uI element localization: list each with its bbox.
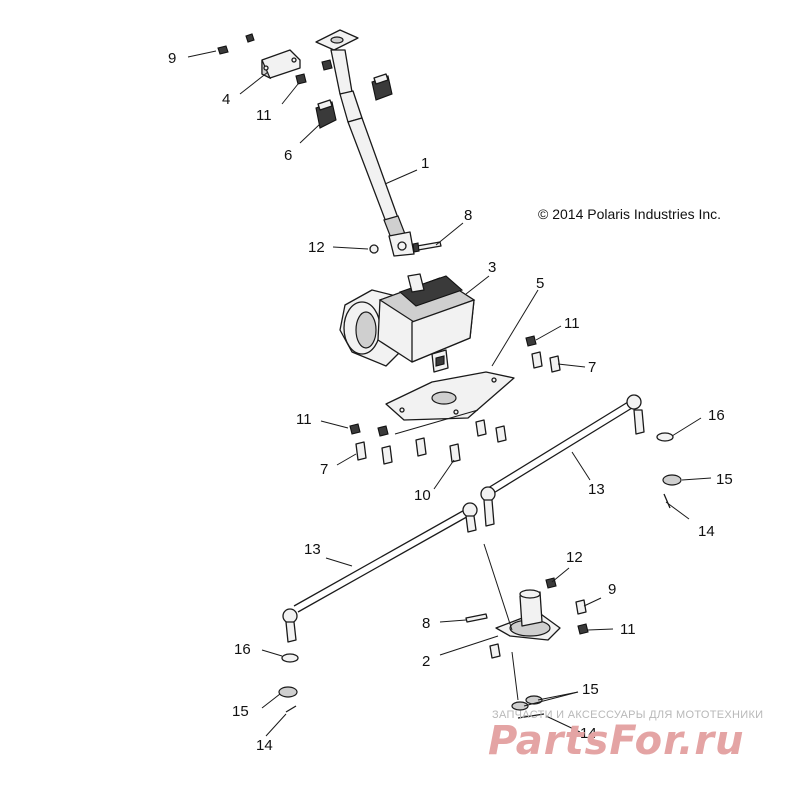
callout-4: 4 bbox=[222, 91, 230, 108]
callout-12-lower: 12 bbox=[566, 549, 583, 566]
plate-nuts bbox=[349, 335, 537, 437]
bolt-8-top bbox=[412, 241, 442, 253]
lower-fasteners bbox=[465, 577, 589, 719]
callout-2: 2 bbox=[422, 653, 430, 670]
callout-14-lower: 14 bbox=[580, 725, 597, 742]
callout-15-right: 15 bbox=[716, 471, 733, 488]
callout-labels: 9 4 11 6 1 8 12 3 5 11 7 11 7 10 16 15 1… bbox=[168, 50, 733, 754]
washer-16-right bbox=[656, 432, 674, 442]
callout-6: 6 bbox=[284, 147, 292, 164]
callout-7-left: 7 bbox=[320, 461, 328, 478]
callout-15-left: 15 bbox=[232, 703, 249, 720]
tie-rod-left bbox=[282, 502, 478, 643]
callout-16-right: 16 bbox=[708, 407, 725, 424]
copyright-notice: © 2014 Polaris Industries Inc. bbox=[538, 206, 721, 222]
nut-11-top bbox=[295, 73, 307, 85]
nut-top-right bbox=[321, 59, 333, 71]
castle-nut-15-right bbox=[662, 474, 682, 486]
watermark-logo: PartsFor.ru bbox=[488, 718, 745, 764]
callout-11-top: 11 bbox=[256, 107, 272, 124]
callout-5: 5 bbox=[536, 275, 544, 292]
mounting-plate bbox=[385, 371, 515, 421]
callout-11-lower: 11 bbox=[620, 621, 636, 638]
callout-10: 10 bbox=[414, 487, 431, 504]
callout-14-left: 14 bbox=[256, 737, 273, 754]
callout-3: 3 bbox=[488, 259, 496, 276]
callout-9-top: 9 bbox=[168, 50, 176, 67]
fastener-9-top bbox=[217, 45, 229, 55]
cotter-pin-14-right bbox=[663, 493, 671, 509]
power-steering-unit bbox=[339, 273, 476, 373]
tie-rod-right bbox=[480, 394, 645, 527]
plate-bolts bbox=[355, 351, 561, 465]
castle-nut-15-left bbox=[278, 686, 298, 698]
callout-11-plate: 11 bbox=[564, 315, 580, 332]
callout-1: 1 bbox=[421, 155, 429, 172]
watermark: ЗАПЧАСТИ И АКСЕССУАРЫ ДЛЯ МОТОТЕХНИКИ Pa… bbox=[488, 709, 763, 764]
nut-top bbox=[245, 33, 255, 43]
callout-9-lower: 9 bbox=[608, 581, 616, 598]
watermark-tagline: ЗАПЧАСТИ И АКСЕССУАРЫ ДЛЯ МОТОТЕХНИКИ bbox=[492, 709, 763, 721]
callout-13-right: 13 bbox=[588, 481, 605, 498]
cotter-pin-14-left bbox=[285, 705, 297, 713]
washer-16-left bbox=[281, 653, 299, 663]
callout-7-right: 7 bbox=[588, 359, 596, 376]
bushing-right bbox=[371, 73, 393, 101]
callout-13-left: 13 bbox=[304, 541, 321, 558]
nut-12-top bbox=[369, 244, 379, 254]
steering-column bbox=[315, 29, 415, 257]
callout-8-lower: 8 bbox=[422, 615, 430, 632]
bracket bbox=[261, 49, 301, 80]
callout-15-lower: 15 bbox=[582, 681, 599, 698]
callout-12-top: 12 bbox=[308, 239, 325, 256]
callout-11-left: 11 bbox=[296, 411, 312, 428]
callout-14-right: 14 bbox=[698, 523, 715, 540]
callout-16-left: 16 bbox=[234, 641, 251, 658]
bushing-left bbox=[315, 99, 337, 129]
steering-arm bbox=[495, 589, 561, 641]
callout-8-top: 8 bbox=[464, 207, 472, 224]
leader-lines bbox=[187, 50, 712, 737]
